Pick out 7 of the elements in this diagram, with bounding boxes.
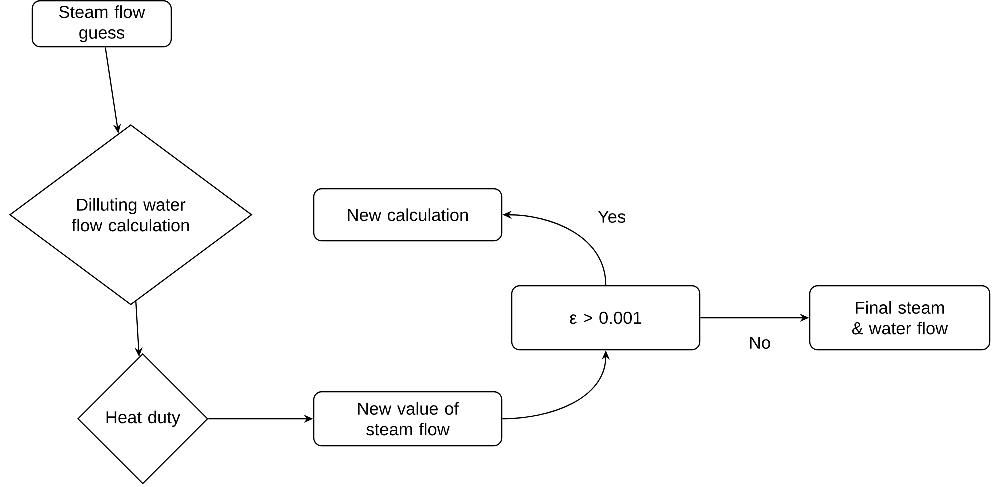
process-box: New calculation bbox=[313, 188, 503, 242]
process-box: Final steam & water flow bbox=[809, 285, 991, 351]
edge-label: Yes bbox=[596, 210, 628, 224]
process-box: New value of steam flow bbox=[313, 391, 503, 447]
edge-label: No bbox=[748, 336, 772, 350]
process-box: Steam flow guess bbox=[32, 0, 172, 48]
process-box: ε > 0.001 bbox=[511, 285, 701, 351]
